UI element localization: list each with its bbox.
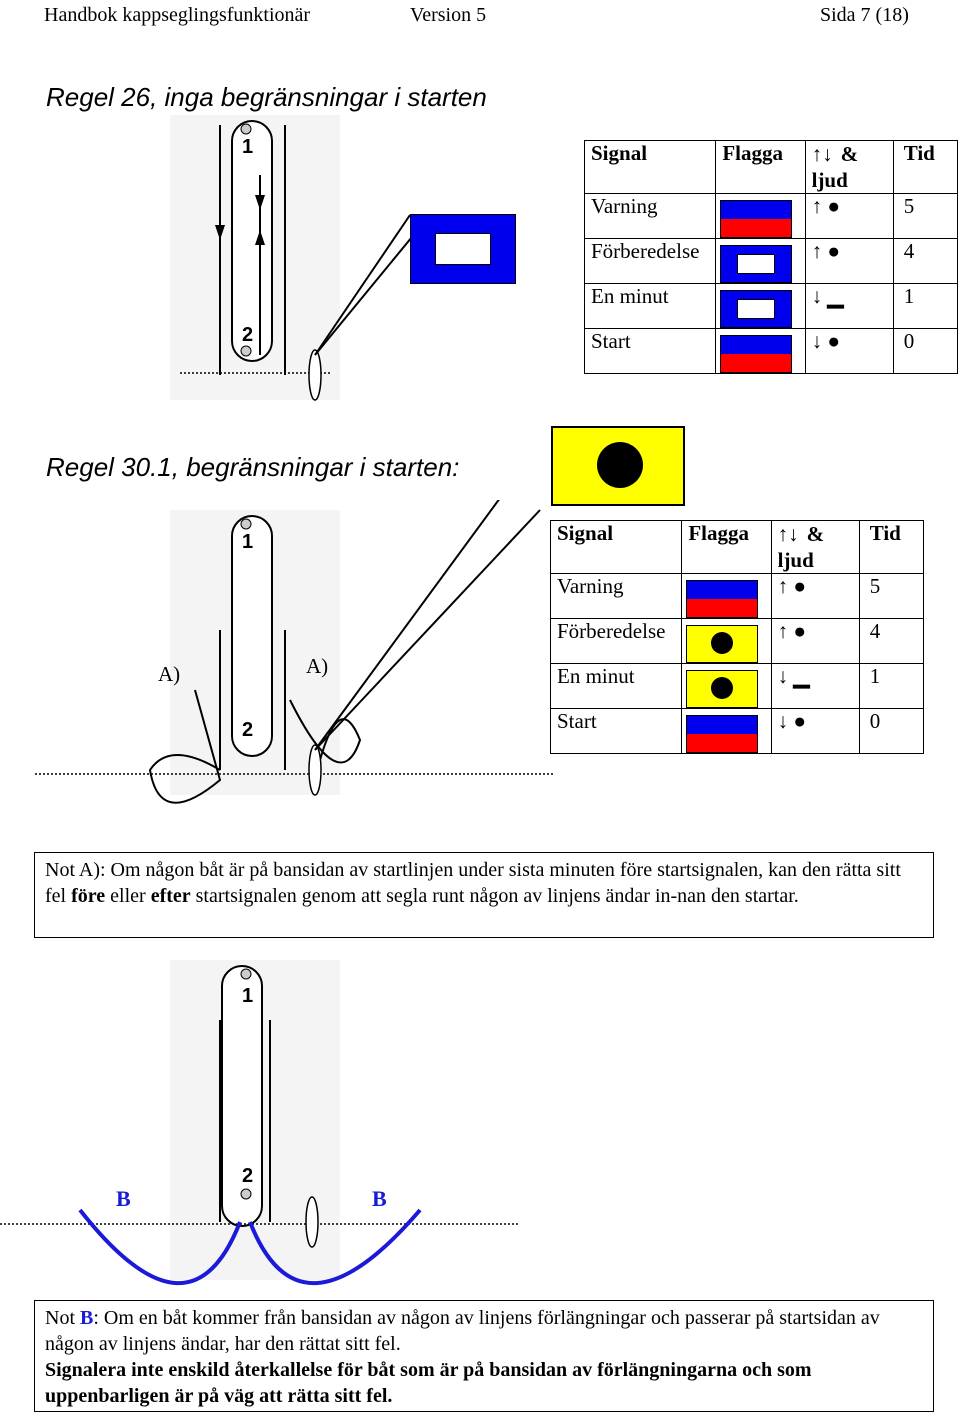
label-b-right: B [372,1186,387,1211]
diagram-rule26: 1 2 [170,115,431,401]
signal-table-2: Signal Flagga ↑↓ &ljud Tid Varning ↑ ● 5… [549,520,925,754]
flag-p-large [410,214,516,284]
header-title: Handbok kappseglingsfunktionär [44,4,311,26]
section1-title: Regel 26, inga begränsningar i starten [46,82,487,112]
svg-text:2: 2 [242,324,253,346]
signal-table-1: Signal Flagga ↑↓ &ljud Tid Varning ↑ ● 5… [583,140,959,374]
row-label: Varning [583,193,717,239]
note-b: Not B: Om en båt kommer från bansidan av… [34,1300,934,1412]
header-version: Version 5 [410,4,487,26]
svg-text:1: 1 [242,985,253,1007]
diagram-extension: 1 2 [0,960,520,1286]
label-b-left: B [116,1186,131,1211]
section2-title: Regel 30.1, begränsningar i starten: [46,452,460,482]
label-a-left: A) [158,662,181,686]
svg-text:2: 2 [242,719,253,741]
svg-text:1: 1 [242,136,253,158]
note-a: Not A): Om någon båt är på bansidan av s… [34,852,934,938]
label-a-right: A) [306,654,329,678]
header-page: Sida 7 (18) [820,4,909,26]
svg-text:1: 1 [242,531,253,553]
flag-i-large [551,426,685,506]
diagram-rule30: 1 2 [35,500,555,804]
svg-text:2: 2 [242,1165,253,1187]
